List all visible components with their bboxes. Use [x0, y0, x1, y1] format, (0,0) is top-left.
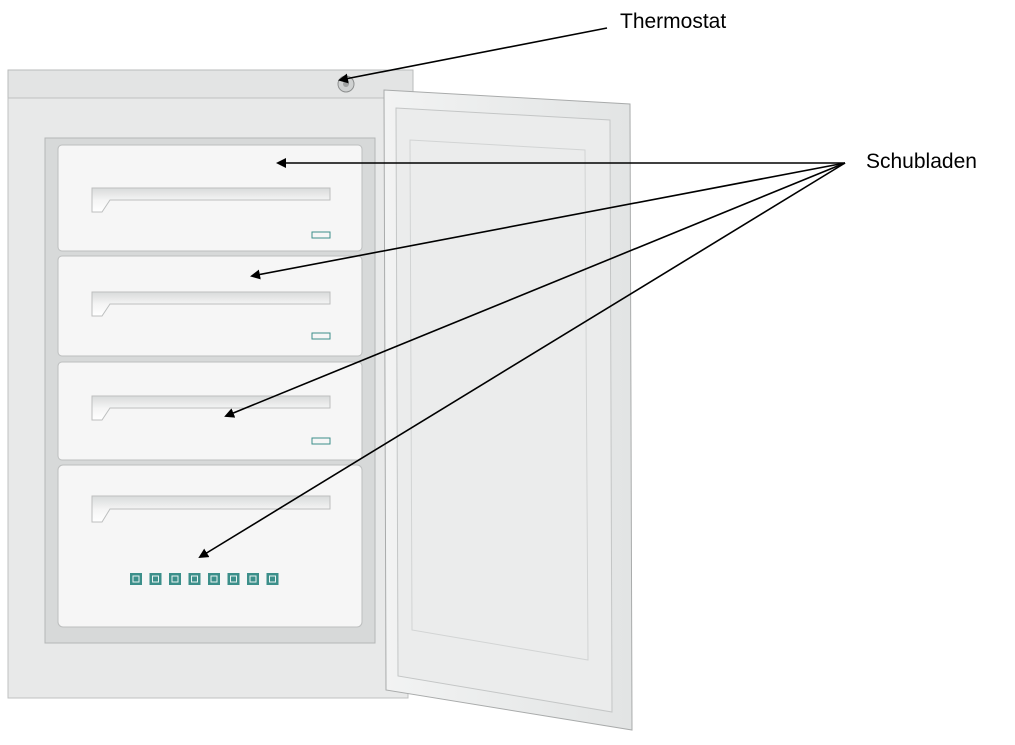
freezer-door[interactable] — [383, 89, 633, 731]
food-symbol-icon — [247, 573, 259, 585]
drawers-label: Schubladen — [866, 150, 977, 173]
drawer-leader-2 — [250, 162, 846, 280]
callout-lines — [198, 27, 846, 559]
thermostat-leader — [338, 27, 608, 84]
drawer-indicator — [311, 231, 331, 239]
food-symbol-icon — [227, 573, 240, 585]
thermostat-label: Thermostat — [620, 10, 727, 33]
drawer-indicator — [311, 332, 331, 340]
drawer-4[interactable] — [57, 464, 363, 628]
drawer-indicator — [311, 437, 331, 445]
food-symbol-row — [130, 573, 279, 585]
drawer-leader-3 — [224, 162, 846, 418]
food-symbol-icon — [149, 573, 162, 585]
food-symbol-icon — [130, 573, 142, 585]
food-symbol-icon — [208, 573, 220, 585]
drawer-2[interactable] — [57, 255, 363, 357]
drawer-1[interactable] — [57, 144, 363, 252]
food-symbol-icon — [266, 573, 279, 585]
food-symbol-icon — [169, 573, 181, 585]
food-symbol-icon — [188, 573, 201, 585]
drawer-3[interactable] — [57, 361, 363, 461]
drawer-leader-4 — [198, 162, 846, 559]
